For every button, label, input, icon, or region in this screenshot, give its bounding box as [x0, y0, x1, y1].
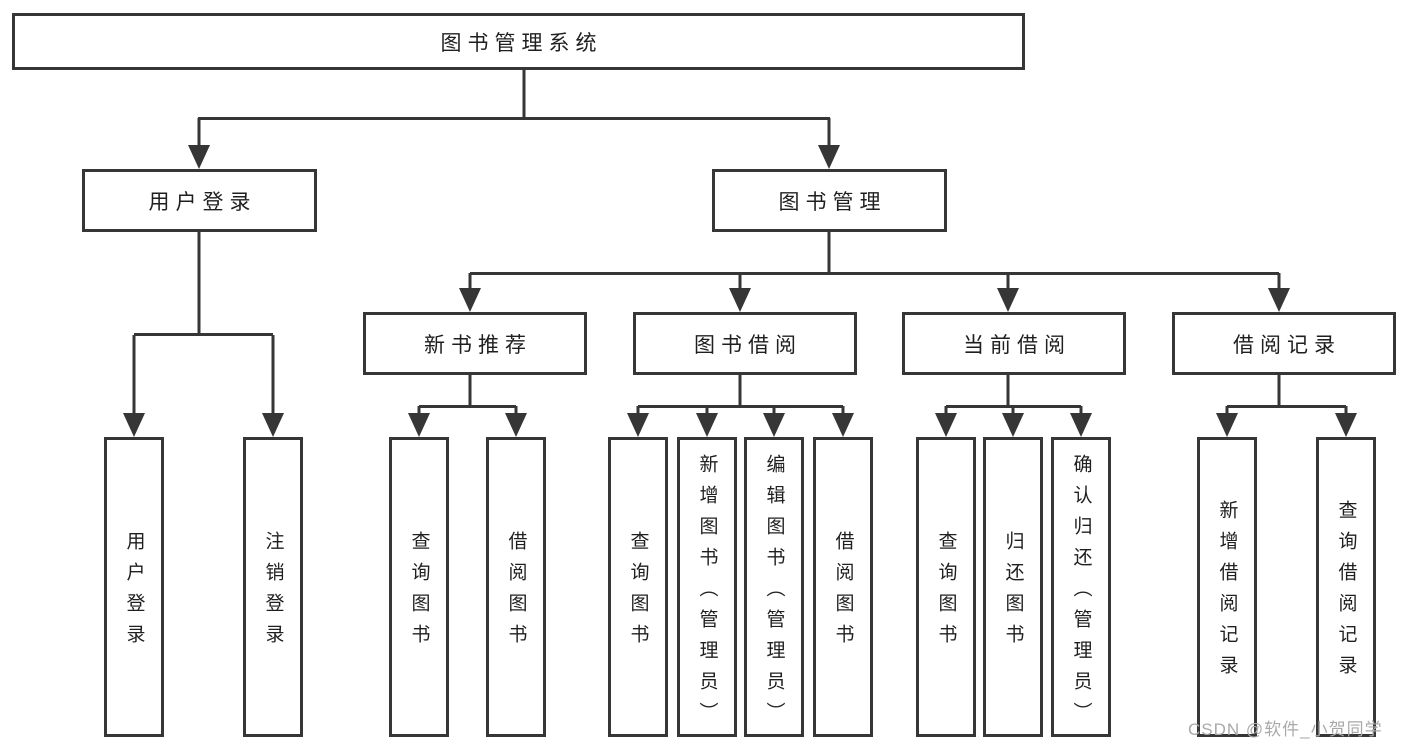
arrow-down-icon	[123, 335, 145, 437]
edge-borrowing-records-stem-line	[1277, 375, 1281, 406]
leaf-label: 注销登录	[262, 531, 284, 655]
arrow-down-icon	[408, 406, 430, 437]
arrow-down-icon	[627, 406, 649, 437]
leaf-add-borrow-record: 新增借阅记录	[1197, 437, 1257, 737]
leaf-query-books-borrowing: 查询图书	[608, 437, 668, 737]
node-borrowing-records: 借阅记录	[1172, 312, 1396, 375]
edge-user-login-stem-line	[197, 232, 201, 335]
leaf-label: 编辑图书（管理员）	[763, 453, 785, 733]
arrow-down-icon	[505, 406, 527, 437]
edge-book-management-branch-line	[470, 272, 1279, 275]
leaf-return-books: 归还图书	[983, 437, 1043, 737]
leaf-label: 查询借阅记录	[1335, 500, 1357, 686]
node-label: 图书管理系统	[440, 31, 603, 55]
leaf-label: 确认归还（管理员）	[1070, 453, 1092, 733]
leaf-label: 归还图书	[1002, 531, 1024, 655]
arrow-down-icon	[459, 273, 481, 312]
node-label: 用户登录	[148, 190, 257, 214]
edge-borrowing-records-branch-line	[1227, 405, 1346, 408]
arrow-down-icon	[1070, 406, 1092, 437]
arrow-down-icon	[832, 406, 854, 437]
node-book-management: 图书管理	[712, 169, 947, 232]
edge-current-borrowing-stem-line	[1006, 375, 1010, 406]
leaf-label: 借阅图书	[505, 531, 527, 655]
node-current-borrowing: 当前借阅	[902, 312, 1126, 375]
leaf-query-books-recommend: 查询图书	[389, 437, 449, 737]
node-library-management-system: 图书管理系统	[12, 13, 1025, 70]
leaf-logout: 注销登录	[243, 437, 303, 737]
node-new-book-recommendation: 新书推荐	[363, 312, 587, 375]
arrow-down-icon	[262, 335, 284, 437]
arrow-down-icon	[1268, 273, 1290, 312]
edge-book-borrowing-stem-line	[738, 375, 742, 406]
node-label: 当前借阅	[963, 333, 1071, 357]
arrow-down-icon	[763, 406, 785, 437]
edge-root-stem-line	[522, 70, 526, 118]
arrow-down-icon	[935, 406, 957, 437]
arrow-down-icon	[997, 273, 1019, 312]
arrow-down-icon	[1002, 406, 1024, 437]
node-book-borrowing: 图书借阅	[633, 312, 857, 375]
arrow-down-icon	[696, 406, 718, 437]
node-label: 新书推荐	[424, 333, 532, 357]
node-label: 图书管理	[778, 190, 887, 214]
edge-new-book-stem-line	[468, 375, 472, 406]
leaf-label: 借阅图书	[832, 531, 854, 655]
leaf-user-login: 用户登录	[104, 437, 164, 737]
leaf-label: 新增借阅记录	[1216, 500, 1238, 686]
arrow-down-icon	[188, 118, 210, 169]
edge-user-login-branch-line	[134, 333, 273, 336]
leaf-query-books-current: 查询图书	[916, 437, 976, 737]
leaf-label: 用户登录	[123, 531, 145, 655]
arrow-down-icon	[1335, 406, 1357, 437]
csdn-watermark: CSDN @软件_小贺同学	[1188, 720, 1383, 739]
leaf-label: 查询图书	[408, 531, 430, 655]
arrow-down-icon	[1216, 406, 1238, 437]
edge-root-branch-line	[198, 117, 830, 120]
edge-book-management-stem-line	[827, 232, 831, 273]
leaf-borrow-books-recommend: 借阅图书	[486, 437, 546, 737]
leaf-query-borrow-record: 查询借阅记录	[1316, 437, 1376, 737]
edge-book-borrowing-branch-line	[638, 405, 843, 408]
node-label: 图书借阅	[694, 333, 802, 357]
node-label: 借阅记录	[1233, 333, 1341, 357]
leaf-label: 查询图书	[627, 531, 649, 655]
arrow-down-icon	[729, 273, 751, 312]
edge-new-book-branch-line	[419, 405, 516, 408]
leaf-confirm-return-admin: 确认归还（管理员）	[1051, 437, 1111, 737]
leaf-label: 新增图书（管理员）	[696, 453, 718, 733]
leaf-add-books-admin: 新增图书（管理员）	[677, 437, 737, 737]
leaf-borrow-books-borrowing: 借阅图书	[813, 437, 873, 737]
node-user-login: 用户登录	[82, 169, 317, 232]
leaf-edit-books-admin: 编辑图书（管理员）	[744, 437, 804, 737]
arrow-down-icon	[818, 118, 840, 169]
leaf-label: 查询图书	[935, 531, 957, 655]
